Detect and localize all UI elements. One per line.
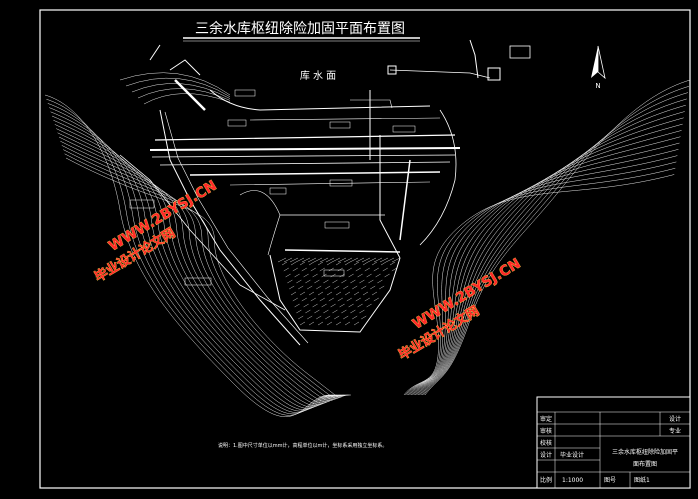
hatched-rockfill — [277, 257, 401, 326]
tb-row-label: 校核 — [540, 439, 552, 447]
drawing-frame — [39, 9, 691, 489]
north-label: N — [595, 82, 600, 90]
drawing-title: 三余水库枢纽除险加固平面布置图 — [195, 20, 405, 37]
drawing-note: 说明：1.图中尺寸单位以mm计，高程单位以m计，坐标系采用独立坐标系。 — [218, 442, 387, 449]
north-arrow-icon: N — [591, 45, 606, 90]
tb-right-label: 专业 — [669, 427, 681, 435]
tb-row-label: 设计 — [540, 451, 552, 459]
tb-drawing-name-2: 面布置图 — [633, 460, 657, 468]
title-block: 审定 审核 校核 设计 毕业设计 比例 1:1000 设计 专业 三余水库枢纽除… — [536, 396, 691, 489]
reservoir-label: 库 水 面 — [300, 69, 336, 82]
tb-scale-value: 1:1000 — [562, 477, 583, 484]
annotation-boxes — [129, 89, 416, 286]
tb-row-label: 比例 — [540, 476, 552, 484]
dam-structures — [119, 39, 531, 346]
tb-drawing-no: 图纸1 — [634, 476, 650, 484]
tb-row-value: 毕业设计 — [560, 451, 584, 459]
tb-drawing-name-1: 三余水库枢纽除险加固平 — [612, 448, 678, 456]
tb-row-label: 审核 — [540, 427, 552, 435]
tb-right-label: 设计 — [669, 415, 681, 423]
tb-drawing-no-label: 图号 — [604, 477, 616, 484]
tb-row-label: 审定 — [540, 415, 552, 423]
